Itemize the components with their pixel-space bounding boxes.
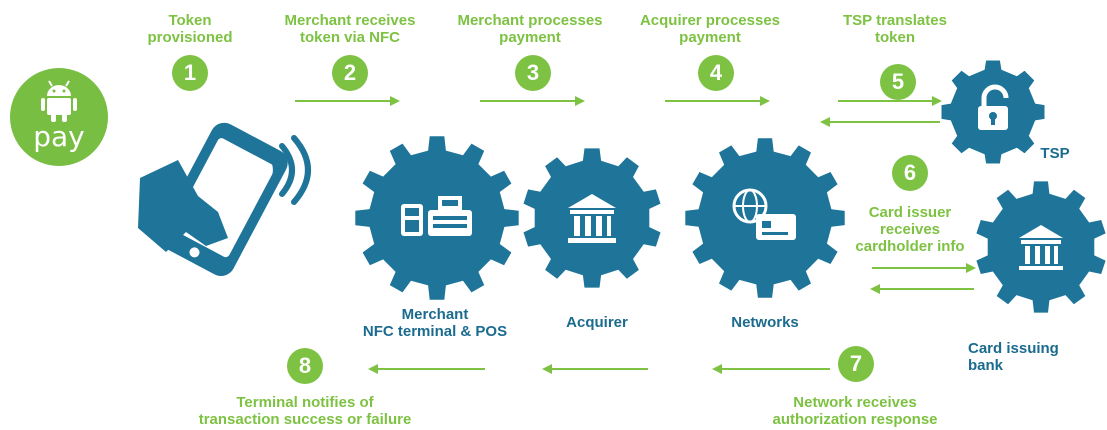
step-2-badge: 2 xyxy=(332,55,368,91)
acquirer-label: Acquirer xyxy=(566,314,628,331)
step-7-badge: 7 xyxy=(838,346,874,382)
step-4-badge: 4 xyxy=(698,55,734,91)
networks-label: Networks xyxy=(731,314,799,331)
gear-acquirer xyxy=(523,148,661,288)
step-8-badge: 8 xyxy=(287,348,323,384)
bank-building-icon xyxy=(1019,225,1063,270)
pay-label: pay xyxy=(33,120,85,153)
android-pay-logo: pay xyxy=(10,68,108,166)
hand-phone-icon xyxy=(138,122,311,277)
step-1-badge: 1 xyxy=(172,55,208,91)
gear-bank xyxy=(976,181,1106,313)
bank-building-icon xyxy=(568,194,616,243)
android-robot-icon xyxy=(41,80,77,122)
step-6-badge: 6 xyxy=(892,155,928,191)
padlock-icon xyxy=(978,84,1009,130)
step-3-badge: 3 xyxy=(515,55,551,91)
pos-terminal-icon xyxy=(401,196,472,236)
tsp-label: TSP xyxy=(1040,145,1070,162)
globe-card-icon xyxy=(732,188,796,240)
step-5-badge: 5 xyxy=(880,64,916,100)
